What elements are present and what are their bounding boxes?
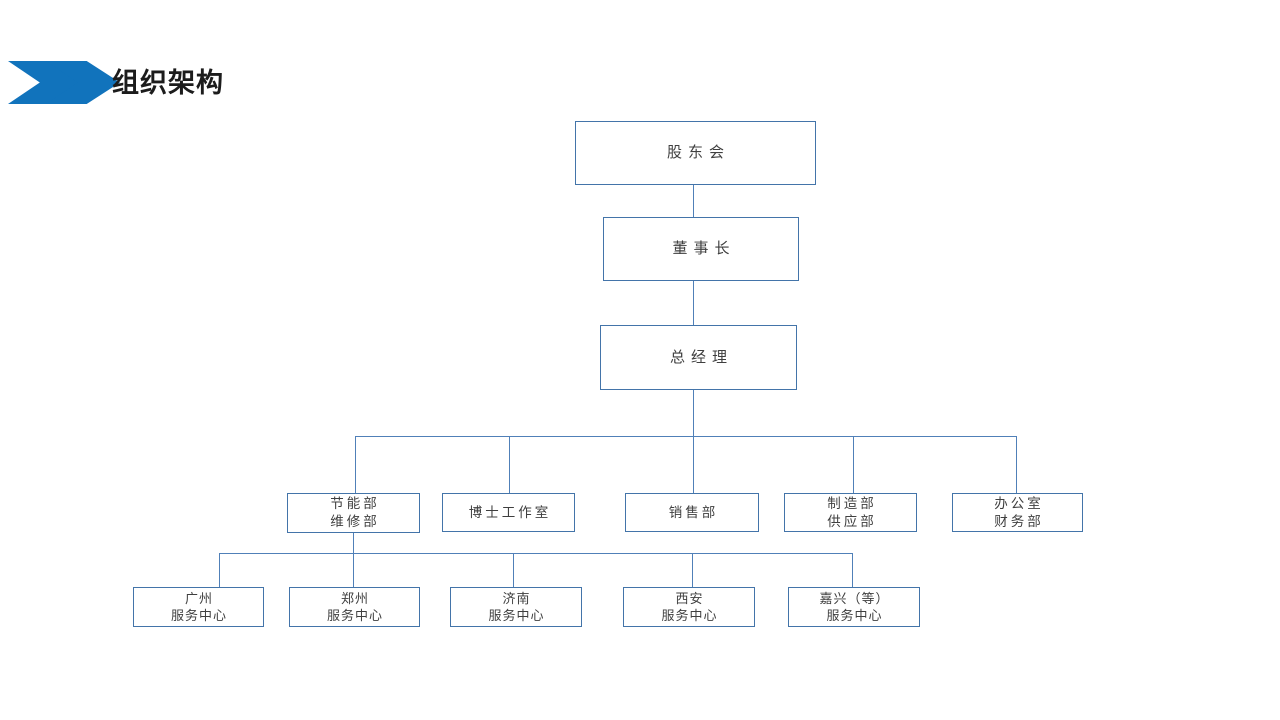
org-node-label: 维修部 [330,514,380,529]
org-node-label: 办公室 [994,495,1044,511]
org-node-label: 服务中心 [661,608,718,623]
connector-line [1016,436,1018,493]
org-node-label: 股东会 [666,144,730,162]
org-node-label: 西安 [675,590,704,606]
org-node-general-manager: 总经理 [600,325,797,390]
org-node-label: 总经理 [669,348,733,366]
connector-line [513,553,515,587]
org-node-label: 董事长 [672,240,736,258]
org-node-doctor-studio: 博士工作室 [442,493,575,532]
org-node-energy-maintenance: 节能部维修部 [287,493,420,533]
org-node-label: 销售部 [668,504,719,520]
connector-line [852,553,854,587]
org-node-label: 节能部 [330,496,380,512]
connector-line [693,281,695,325]
org-node-label: 广州 [184,590,213,606]
connector-line [853,436,855,493]
org-node-label: 供应部 [827,513,877,529]
org-node-jinan-center: 济南服务中心 [450,587,582,627]
connector-line [355,436,1017,438]
org-node-zhengzhou-center: 郑州服务中心 [289,587,420,627]
org-node-label: 济南 [502,590,531,606]
org-node-jiaxing-center: 嘉兴（等） 服务中心 [788,587,920,627]
page-title: 组织架构 [112,68,224,98]
connector-line [353,553,355,587]
connector-line [692,553,694,587]
org-node-label: 服务中心 [488,608,545,623]
connector-line [355,436,357,493]
org-node-xian-center: 西安服务中心 [623,587,755,627]
org-node-label: 服务中心 [326,608,383,623]
org-node-guangzhou-center: 广州服务中心 [133,587,264,627]
connector-line [693,390,695,437]
connector-line [693,436,695,493]
org-node-shareholders-meeting: 股东会 [575,121,816,185]
org-node-office-finance: 办公室财务部 [952,493,1083,532]
connector-line [693,185,695,217]
org-node-label: 服务中心 [170,608,227,623]
org-node-label: 博士工作室 [468,504,552,520]
org-node-label: 郑州 [340,590,369,606]
connector-line [353,533,355,554]
org-node-chairman: 董事长 [603,217,799,281]
org-node-label: 服务中心 [826,608,883,623]
connector-line [219,553,221,587]
connector-line [219,553,852,555]
org-node-label: 财务部 [994,513,1044,529]
org-node-manufacturing-supply: 制造部供应部 [784,493,917,532]
connector-line [509,436,511,493]
org-node-label: 嘉兴（等） [819,590,890,606]
org-node-label: 制造部 [827,495,877,511]
org-node-sales-dept: 销售部 [625,493,759,532]
